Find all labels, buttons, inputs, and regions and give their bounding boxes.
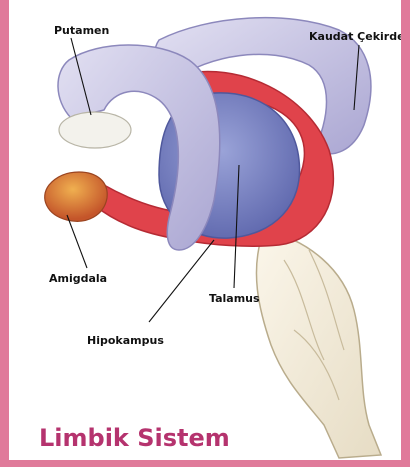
limbic-system-illustration xyxy=(9,0,401,460)
figure-caption: Limbik Sistem xyxy=(39,424,230,452)
amigdala-leader-line xyxy=(67,215,87,268)
label-talamus: Talamus xyxy=(209,292,260,305)
hipokampus-leader-line xyxy=(149,240,214,322)
label-amigdala: Amigdala xyxy=(49,272,107,285)
label-hipokampus: Hipokampus xyxy=(87,334,164,347)
label-kaudat-cekirdek: Kaudat Çekirdek xyxy=(309,30,410,43)
label-putamen: Putamen xyxy=(54,24,109,37)
amygdala-shape xyxy=(45,172,108,221)
brainstem-shape xyxy=(256,230,381,458)
